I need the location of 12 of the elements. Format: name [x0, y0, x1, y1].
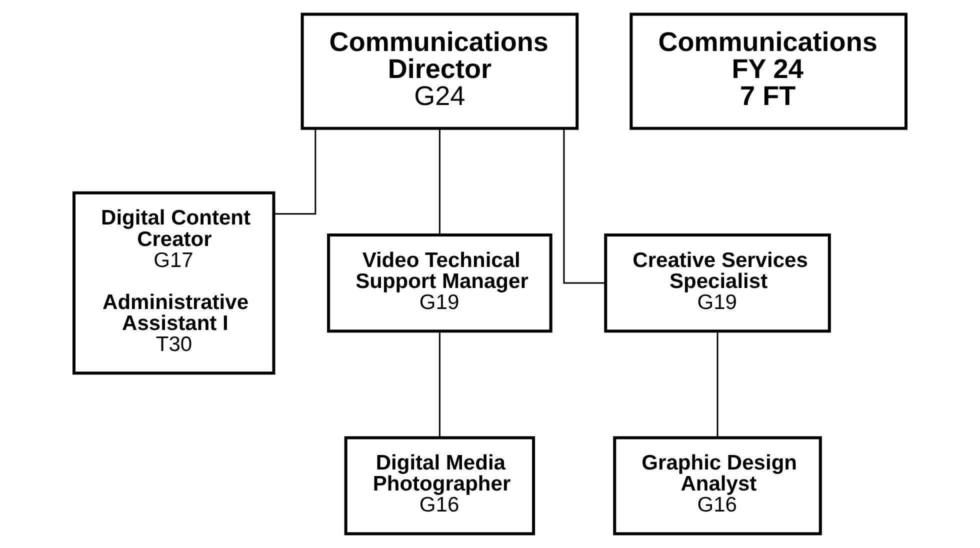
node-box: Video Technical Support Manager G19 — [327, 233, 552, 333]
node-box: Digital Media Photographer G16 — [344, 436, 536, 536]
connector — [438, 332, 440, 438]
connector — [716, 332, 718, 438]
node-box: Creative Services Specialist G19 — [604, 233, 831, 333]
connector — [274, 128, 316, 215]
node-box: Communications Director G24 — [300, 12, 579, 130]
connector — [438, 128, 440, 234]
node-box: Communications FY 24 7 FT — [630, 12, 908, 130]
node-box: Digital Content Creator G17 Administrative Assistant I T30 — [72, 191, 276, 375]
node-box: Graphic Design Analyst G16 — [613, 436, 822, 536]
connector — [563, 128, 606, 284]
